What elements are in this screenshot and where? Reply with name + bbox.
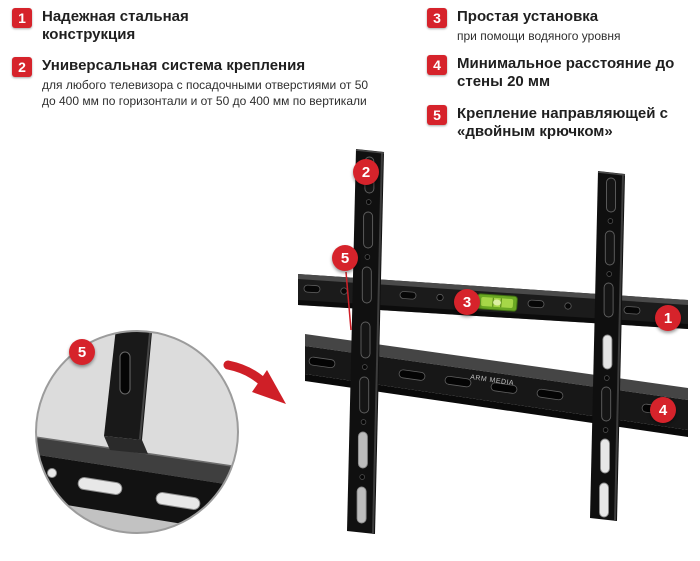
bubble-level xyxy=(476,293,518,312)
feature-number-badge: 4 xyxy=(427,55,447,75)
magnifier-arrow xyxy=(223,360,286,404)
feature-item-2: 2 Универсальная система крепления для лю… xyxy=(12,57,372,109)
right-tv-strip xyxy=(590,171,626,521)
feature-item-1: 1 Надежная стальная конструкция xyxy=(12,8,232,45)
left-tv-strip xyxy=(347,149,385,534)
callout-1: 1 xyxy=(655,305,681,331)
feature-subtitle: при помощи водяного уровня xyxy=(457,29,621,44)
inset-magnifier xyxy=(35,330,239,534)
callout-4: 4 xyxy=(650,397,676,423)
feature-number-badge: 3 xyxy=(427,8,447,28)
feature-item-3: 3 Простая установка при помощи водяного … xyxy=(427,8,621,45)
feature-title: Универсальная система крепления xyxy=(42,57,306,74)
feature-number-badge: 2 xyxy=(12,57,32,77)
callout-5-inset: 5 xyxy=(69,339,95,365)
feature-number-badge: 5 xyxy=(427,105,447,125)
feature-item-4: 4 Минимальное расстояние до стены 20 мм xyxy=(427,55,687,92)
feature-title: Минимальное расстояние до стены 20 мм xyxy=(457,55,675,91)
feature-title: Надежная стальная конструкция xyxy=(42,8,189,44)
callout-3: 3 xyxy=(454,289,480,315)
feature-title: Простая установка xyxy=(457,8,599,25)
callout-5-pointer-line xyxy=(345,271,352,331)
feature-title: Крепление направляющей с «двойным крючко… xyxy=(457,105,668,141)
callout-5: 5 xyxy=(332,245,358,271)
feature-subtitle: для любого телевизора с посадочными отве… xyxy=(42,78,369,108)
callout-2: 2 xyxy=(353,159,379,185)
feature-number-badge: 1 xyxy=(12,8,32,28)
feature-item-5: 5 Крепление направляющей с «двойным крюч… xyxy=(427,105,697,142)
inset-circle-border xyxy=(35,330,239,534)
